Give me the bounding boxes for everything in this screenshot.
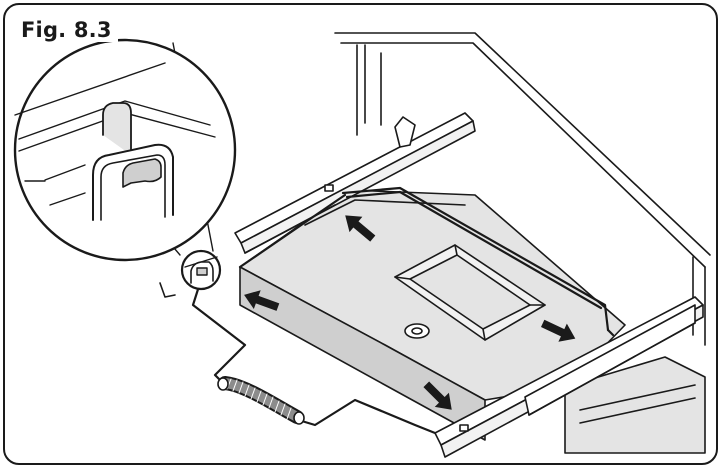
figure-frame: Fig. 8.3 [3,3,718,465]
drawer-tray [239,189,706,454]
arrow-icon [244,290,280,311]
direction-arrows [244,215,576,410]
drawer-frame-illustration [13,32,711,458]
spring [217,376,305,425]
arrow-icon [345,215,376,242]
arrow-icon [540,319,576,342]
left-telescopic-rail [159,112,476,298]
wire-frame [191,186,615,435]
figure-label: Fig. 8.3 [21,18,118,42]
arrow-icon [423,381,452,410]
detail-magnifier [13,38,237,291]
right-telescopic-rail [434,296,704,458]
cabinet-outline [334,32,711,346]
